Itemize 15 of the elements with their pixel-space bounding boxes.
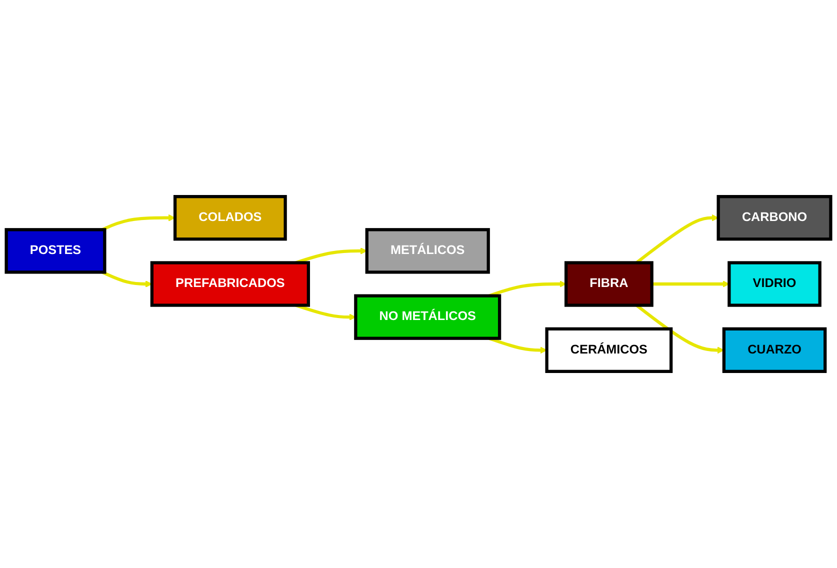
node-box: NO METÁLICOS bbox=[354, 294, 502, 340]
arrow bbox=[636, 304, 724, 354]
arrow bbox=[102, 214, 176, 232]
node-box: CARBONO bbox=[716, 195, 832, 241]
node-box: FIBRA bbox=[564, 261, 654, 307]
node-box: VIDRIO bbox=[728, 261, 822, 307]
node-box: CERÁMICOS bbox=[545, 327, 673, 373]
node-box: POSTES bbox=[4, 228, 106, 274]
node-box: METÁLICOS bbox=[365, 228, 490, 274]
arrow bbox=[102, 270, 152, 288]
node-box: CUARZO bbox=[722, 327, 827, 373]
node-box: PREFABRICADOS bbox=[150, 261, 310, 307]
node-box: COLADOS bbox=[173, 195, 287, 241]
arrow bbox=[652, 280, 730, 288]
arrow bbox=[636, 214, 719, 264]
